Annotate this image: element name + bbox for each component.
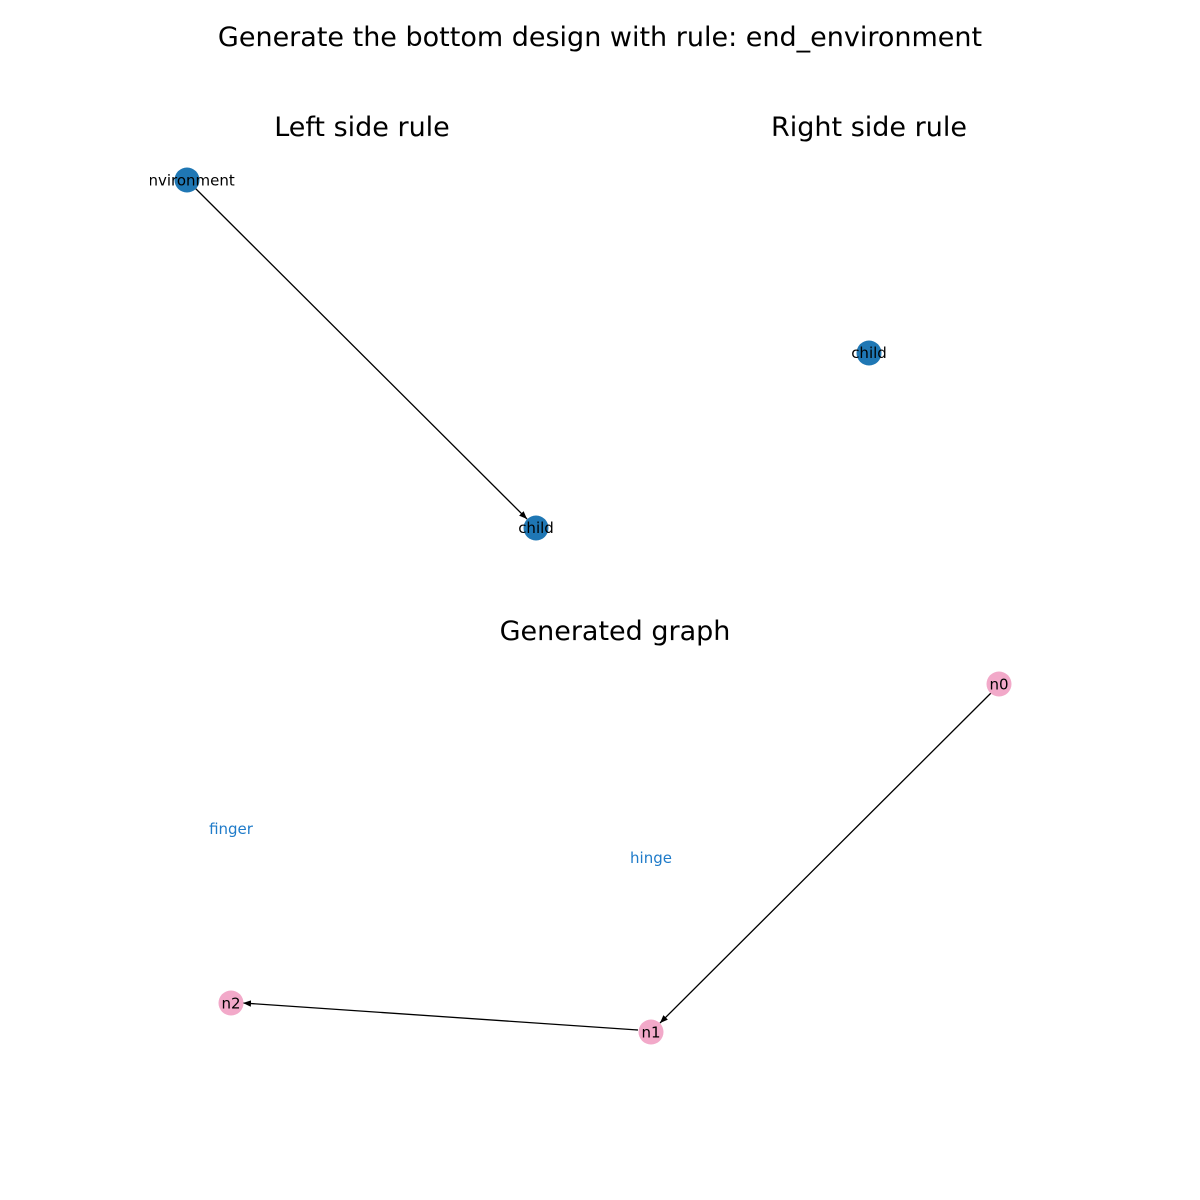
right-rule-panel: Right side rule child <box>771 112 967 366</box>
left-rule-node-environment-label: environment <box>139 172 235 190</box>
right-rule-title: Right side rule <box>771 112 967 143</box>
generated-node-n2-label: n2 <box>221 995 240 1013</box>
generated-node-n1-label: n1 <box>641 1024 660 1042</box>
generated-node-n2 <box>218 990 244 1016</box>
generated-graph-panel: Generated graph hinge finger n0 n1 n2 <box>209 616 1012 1045</box>
left-rule-panel: Left side rule environment child <box>139 112 554 541</box>
left-rule-node-environment <box>174 167 200 193</box>
generated-node-n0-label: n0 <box>989 676 1008 694</box>
left-rule-title: Left side rule <box>274 112 450 143</box>
generated-edge-label-hinge: hinge <box>630 849 672 867</box>
generated-edge-n0-n1 <box>659 692 992 1024</box>
left-rule-node-child-label: child <box>518 519 554 537</box>
generated-node-n0 <box>986 671 1012 697</box>
left-rule-node-child <box>523 515 549 541</box>
generated-edge-n1-n2 <box>242 1000 639 1031</box>
generated-node-n1 <box>638 1019 664 1045</box>
right-rule-node-child-label: child <box>851 344 887 362</box>
right-rule-node-child <box>856 340 882 366</box>
figure-title: Generate the bottom design with rule: en… <box>218 22 982 53</box>
left-rule-edge-environment-child <box>186 179 528 520</box>
generated-edge-label-finger: finger <box>209 820 254 838</box>
generated-graph-title: Generated graph <box>500 616 731 647</box>
